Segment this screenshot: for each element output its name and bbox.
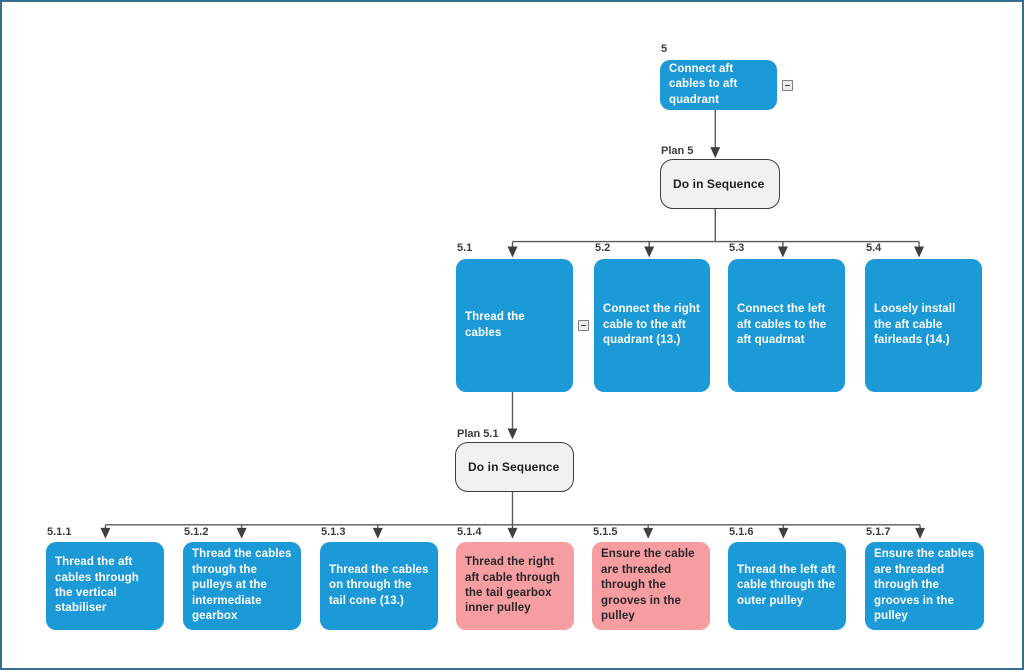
- node-label-5-1-7: 5.1.7: [866, 526, 891, 538]
- node-label-plan5: Plan 5: [661, 145, 694, 157]
- task-node-5-4[interactable]: Loosely install the aft cable fairleads …: [865, 259, 982, 392]
- node-label-5-1-3: 5.1.3: [321, 526, 346, 538]
- task-node-5-1-3[interactable]: Thread the cables on through the tail co…: [320, 542, 438, 630]
- node-label-5-3: 5.3: [729, 242, 745, 254]
- task-node-5-1[interactable]: Thread the cables: [456, 259, 573, 392]
- task-node-5-1-5[interactable]: Ensure the cable are threaded through th…: [592, 542, 710, 630]
- task-node-5-1-6-text: Thread the left aft cable through the ou…: [737, 563, 836, 607]
- collapse-icon-5-1[interactable]: [578, 320, 589, 331]
- plan-node-5-text: Do in Sequence: [673, 176, 765, 191]
- task-node-5-1-6[interactable]: Thread the left aft cable through the ou…: [728, 542, 846, 630]
- collapse-icon-5[interactable]: [782, 80, 793, 91]
- task-node-5-3[interactable]: Connect the left aft cables to the aft q…: [728, 259, 845, 392]
- node-label-5-1-2: 5.1.2: [184, 526, 209, 538]
- node-label-5-2: 5.2: [595, 242, 611, 254]
- node-label-plan5-1: Plan 5.1: [457, 428, 499, 440]
- task-node-5-1-7[interactable]: Ensure the cables are threaded through t…: [865, 542, 984, 630]
- plan-node-5-1-text: Do in Sequence: [468, 459, 560, 474]
- node-label-5: 5: [661, 43, 668, 55]
- node-label-5-1: 5.1: [457, 242, 473, 254]
- node-label-5-4: 5.4: [866, 242, 882, 254]
- task-node-5-1-4[interactable]: Thread the right aft cable through the t…: [456, 542, 574, 630]
- task-node-5-1-1[interactable]: Thread the aft cables through the vertic…: [46, 542, 164, 630]
- task-node-5[interactable]: Connect aft cables to aft quadrant: [660, 60, 777, 110]
- plan-node-5-1[interactable]: Do in Sequence: [455, 442, 574, 492]
- task-node-5-2[interactable]: Connect the right cable to the aft quadr…: [594, 259, 710, 392]
- task-node-5-1-1-text: Thread the aft cables through the vertic…: [55, 556, 139, 615]
- plan-node-5[interactable]: Do in Sequence: [660, 159, 780, 209]
- task-node-5-1-7-text: Ensure the cables are threaded through t…: [874, 548, 975, 623]
- node-label-5-1-1: 5.1.1: [47, 526, 72, 538]
- node-label-5-1-4: 5.1.4: [457, 526, 482, 538]
- task-node-5-4-text: Loosely install the aft cable fairleads …: [874, 303, 956, 347]
- task-node-5-1-text: Thread the cables: [465, 311, 525, 339]
- node-label-5-1-6: 5.1.6: [729, 526, 754, 538]
- task-node-5-1-4-text: Thread the right aft cable through the t…: [465, 556, 560, 615]
- task-node-5-text: Connect aft cables to aft quadrant: [669, 62, 738, 106]
- task-node-5-1-5-text: Ensure the cable are threaded through th…: [601, 548, 695, 623]
- task-node-5-1-2-text: Thread the cables through the pulleys at…: [192, 548, 292, 623]
- task-node-5-1-3-text: Thread the cables on through the tail co…: [329, 563, 429, 607]
- task-node-5-3-text: Connect the left aft cables to the aft q…: [737, 303, 827, 347]
- task-node-5-2-text: Connect the right cable to the aft quadr…: [603, 303, 700, 347]
- task-node-5-1-2[interactable]: Thread the cables through the pulleys at…: [183, 542, 301, 630]
- node-label-5-1-5: 5.1.5: [593, 526, 618, 538]
